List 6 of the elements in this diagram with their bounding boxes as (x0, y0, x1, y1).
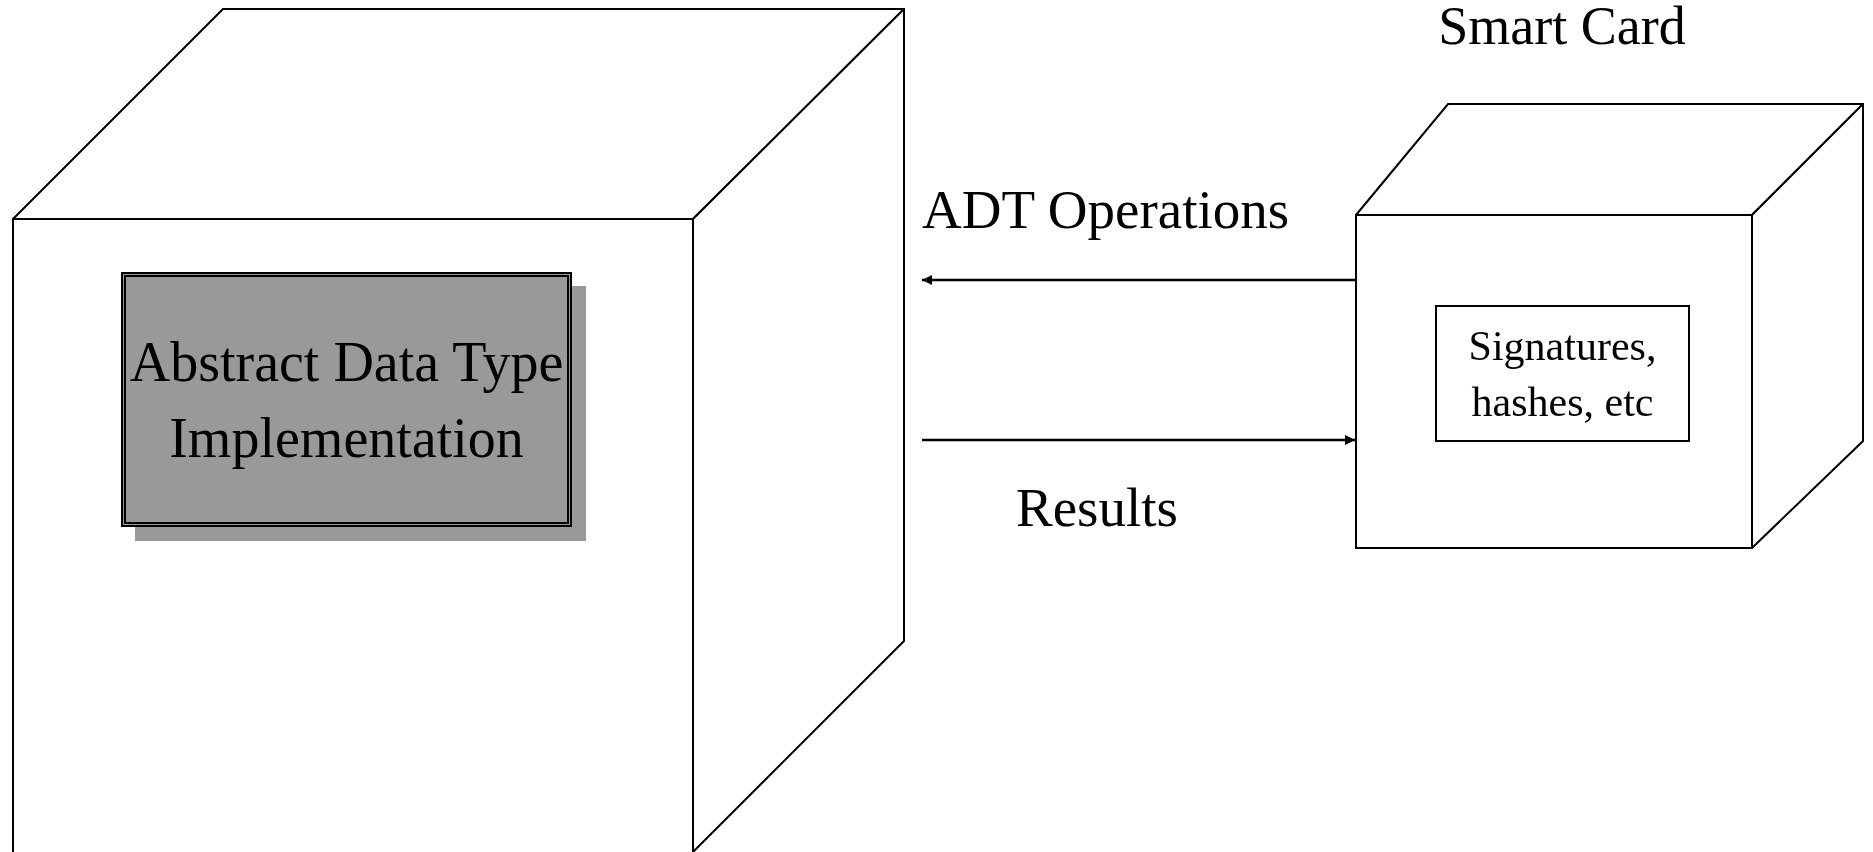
arrow (922, 435, 1355, 445)
edge-label: ADT Operations (922, 178, 1290, 242)
arrow (922, 275, 1355, 285)
cube-title: Smart Card (1437, 0, 1687, 56)
text-box: Signatures, hashes, etc (1435, 305, 1690, 442)
edge-label: Results (1016, 476, 1178, 540)
